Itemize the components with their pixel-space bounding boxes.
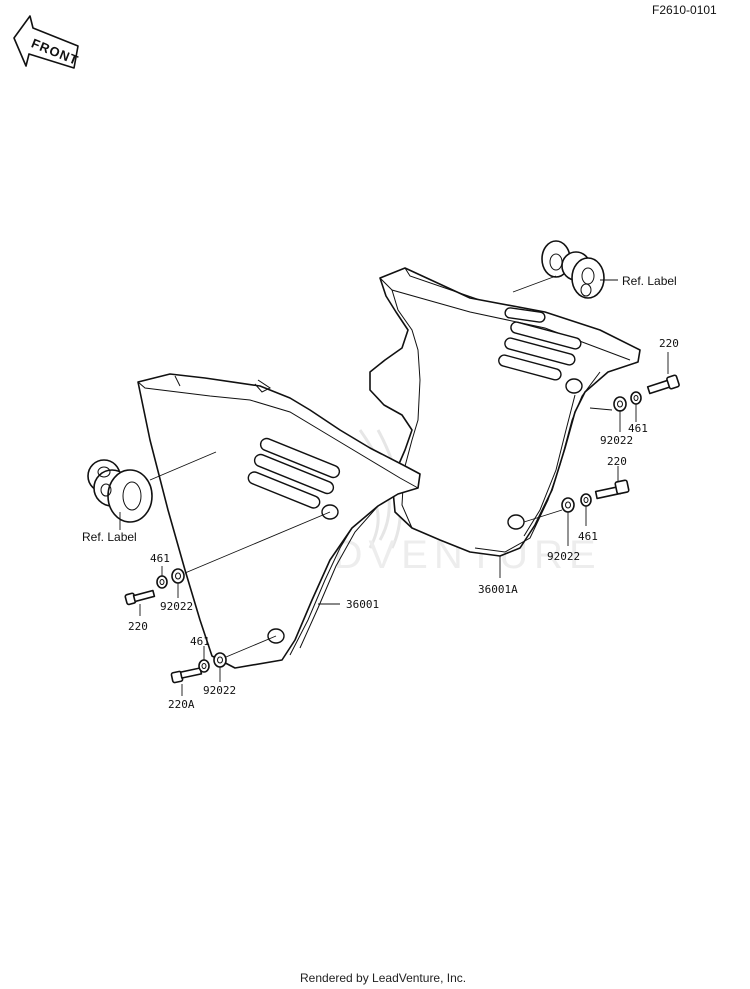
label-92022-top-right: 92022 <box>600 434 633 447</box>
label-220-top: 220 <box>659 337 679 350</box>
label-92022-left-upper: 92022 <box>160 600 193 613</box>
front-arrow-icon: FRONT <box>13 15 81 69</box>
footer-credit: Rendered by LeadVenture, Inc. <box>300 971 466 985</box>
label-36001A: 36001A <box>478 583 518 596</box>
label-92022-mid-right: 92022 <box>547 550 580 563</box>
washer-461-left-upper <box>156 575 168 589</box>
label-461-left-lower: 461 <box>190 635 210 648</box>
label-92022-left-lower: 92022 <box>203 684 236 697</box>
label-220-left: 220 <box>128 620 148 633</box>
bolt-220-mid-right <box>594 479 630 500</box>
label-220-mid-right: 220 <box>607 455 627 468</box>
label-461-top-right: 461 <box>628 422 648 435</box>
label-36001: 36001 <box>346 598 379 611</box>
washer-461-top-right <box>630 391 642 405</box>
washer-92022-left-lower <box>213 652 227 668</box>
side-cover-36001A <box>369 267 641 557</box>
label-220A: 220A <box>168 698 195 711</box>
side-cover-36001 <box>137 373 421 669</box>
diagram-code: F2610-0101 <box>652 3 717 17</box>
ref-label-emblem-left <box>87 459 153 523</box>
washer-461-mid-right <box>580 493 592 507</box>
ref-label-emblem-right <box>541 240 605 299</box>
label-461-left-upper: 461 <box>150 552 170 565</box>
washer-92022-left-upper <box>171 568 185 584</box>
bolt-220-left <box>124 589 156 606</box>
ref-label-left: Ref. Label <box>82 530 137 544</box>
bolt-220A <box>170 667 203 684</box>
label-461-mid-right: 461 <box>578 530 598 543</box>
washer-92022-mid-right <box>561 497 575 513</box>
washer-461-left-lower <box>198 659 210 673</box>
bolt-220-top <box>646 374 680 395</box>
washer-92022-top-right <box>613 396 627 412</box>
ref-label-right: Ref. Label <box>622 274 677 288</box>
